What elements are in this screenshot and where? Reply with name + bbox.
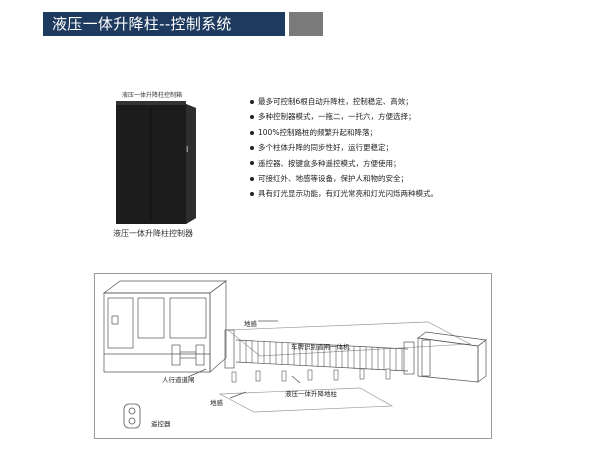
- feature-item: 多种控制器模式，一拖二，一托六，方便选择；: [248, 109, 438, 124]
- label-hydraulic-bollards: 液压一体升降地柱: [285, 390, 337, 398]
- label-remote-control: 遥控器: [151, 420, 171, 428]
- feature-item: 具有灯光显示功能，有灯光常亮和灯光闪烁两种模式。: [248, 186, 438, 201]
- cabinet-top-label: 液压一体升降柱控制箱: [122, 92, 183, 99]
- label-ground-sensor-bottom: 地感: [210, 399, 223, 407]
- label-plate-recognition-gate: 车牌识别道闸一体机: [291, 343, 350, 351]
- bullet-icon: [250, 161, 254, 166]
- feature-item: 100%控制路桩的频繁升起和降落；: [248, 125, 438, 140]
- feature-item: 最多可控制6根自动升降柱，控制稳定、高效；: [248, 94, 438, 109]
- page-title: 液压一体升降柱--控制系统: [52, 15, 232, 33]
- feature-item: 多个柱体升降的同步性好，运行更稳定；: [248, 140, 438, 155]
- bullet-icon: [250, 99, 254, 104]
- header-bar: [43, 12, 285, 36]
- feature-item: 可接红外、地感等设备，保护人和物的安全；: [248, 171, 438, 186]
- header-accent-block: [289, 12, 323, 36]
- bullet-icon: [250, 130, 254, 135]
- bullet-icon: [250, 192, 254, 197]
- feature-item: 遥控器、按键盒多种遥控模式，方便使用；: [248, 156, 438, 171]
- bullet-icon: [250, 145, 254, 150]
- label-pedestrian-gate: 人行道道闸: [162, 376, 195, 384]
- cabinet-caption: 液压一体升降柱控制器: [113, 229, 193, 238]
- bullet-icon: [250, 115, 254, 120]
- feature-list: 最多可控制6根自动升降柱，控制稳定、高效； 多种控制器模式，一拖二，一托六，方便…: [248, 94, 438, 202]
- installation-diagram-frame: [94, 273, 492, 439]
- label-ground-sensor-top: 地感: [244, 320, 257, 328]
- bullet-icon: [250, 176, 254, 181]
